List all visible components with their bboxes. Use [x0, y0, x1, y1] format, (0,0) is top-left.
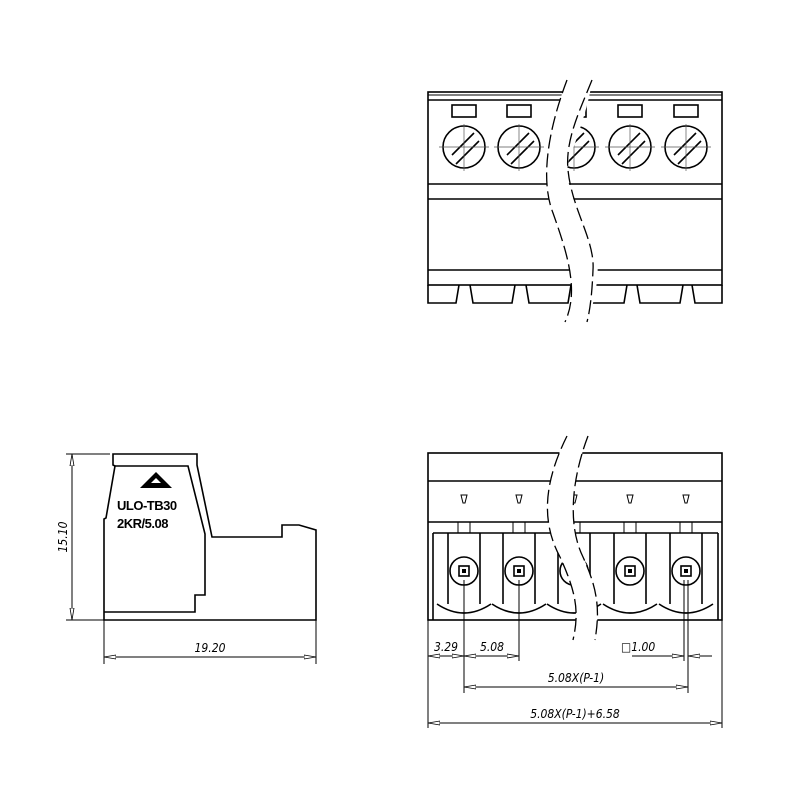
- wire-entry: [602, 494, 658, 614]
- top-view: [427, 79, 723, 323]
- wire-entry-hole-icon: [671, 556, 701, 586]
- pin-square-icon: [458, 565, 470, 577]
- wire-label-window: [673, 104, 699, 118]
- pin-center: [628, 569, 632, 573]
- wire-entry: [658, 494, 714, 614]
- pin-square-icon: [680, 565, 692, 577]
- break-line-left: [546, 435, 577, 641]
- overall-dimension: 5.08X(P-1)+6.58: [530, 707, 620, 721]
- break-line-right: [572, 435, 599, 641]
- screw-position: [661, 104, 711, 171]
- wire-label-window: [617, 104, 643, 118]
- pin-center: [684, 569, 688, 573]
- screw-slot-line: [621, 140, 646, 165]
- marking-line2: 2KR/5.08: [117, 516, 168, 531]
- break-line-right: [566, 79, 594, 323]
- screw-slot-line: [617, 132, 641, 156]
- screw-slot-line: [510, 140, 535, 165]
- pin-tab: [623, 521, 637, 534]
- screw-slot-line: [451, 132, 475, 156]
- pitch-dimension: 5.08: [480, 640, 504, 654]
- screw-slot-line: [677, 140, 702, 165]
- pin-center: [462, 569, 466, 573]
- pin-square-icon: [513, 565, 525, 577]
- screw-position: [439, 104, 489, 171]
- edge-to-pin-dimension: 3.29: [434, 640, 458, 654]
- break-gap: [546, 80, 598, 322]
- screw-slot-line: [565, 140, 590, 165]
- scallop-edge: [658, 603, 714, 614]
- polarity-marker-icon: [626, 494, 634, 504]
- pin-square-icon: [624, 565, 636, 577]
- width-dimension: 19.20: [195, 641, 226, 655]
- wire-label-window: [451, 104, 477, 118]
- height-dimension: 15.10: [56, 521, 70, 552]
- pin-tab: [679, 521, 693, 534]
- screw-slot-line: [455, 140, 480, 165]
- polarity-marker-icon: [515, 494, 523, 504]
- pin-center: [517, 569, 521, 573]
- marking-line1: ULO-TB30: [117, 498, 177, 513]
- break-line-left: [545, 79, 573, 323]
- wire-label-window: [506, 104, 532, 118]
- screw-position: [605, 104, 655, 171]
- pin-tab: [457, 521, 471, 534]
- pin-span-dimension: 5.08X(P-1): [548, 671, 604, 685]
- pin-square-dimension: □1.00: [621, 640, 655, 654]
- screw-slot-line: [673, 132, 697, 156]
- screw-position: [494, 104, 544, 171]
- brand-logo: [140, 472, 172, 488]
- polarity-marker-icon: [460, 494, 468, 504]
- pin-tab: [512, 521, 526, 534]
- front-view: 3.29 5.08 □1.00 5.08X(P-1) 5.08X(P-1)+6.…: [427, 435, 723, 728]
- scallop-edge: [602, 603, 658, 614]
- wire-entry-hole-icon: [615, 556, 645, 586]
- feet-outline: [427, 284, 723, 304]
- screw-slot-line: [506, 132, 530, 156]
- wire-entry: [436, 494, 492, 614]
- polarity-marker-icon: [682, 494, 690, 504]
- side-view: ULO-TB30 2KR/5.08 15.10 19.20: [56, 453, 317, 664]
